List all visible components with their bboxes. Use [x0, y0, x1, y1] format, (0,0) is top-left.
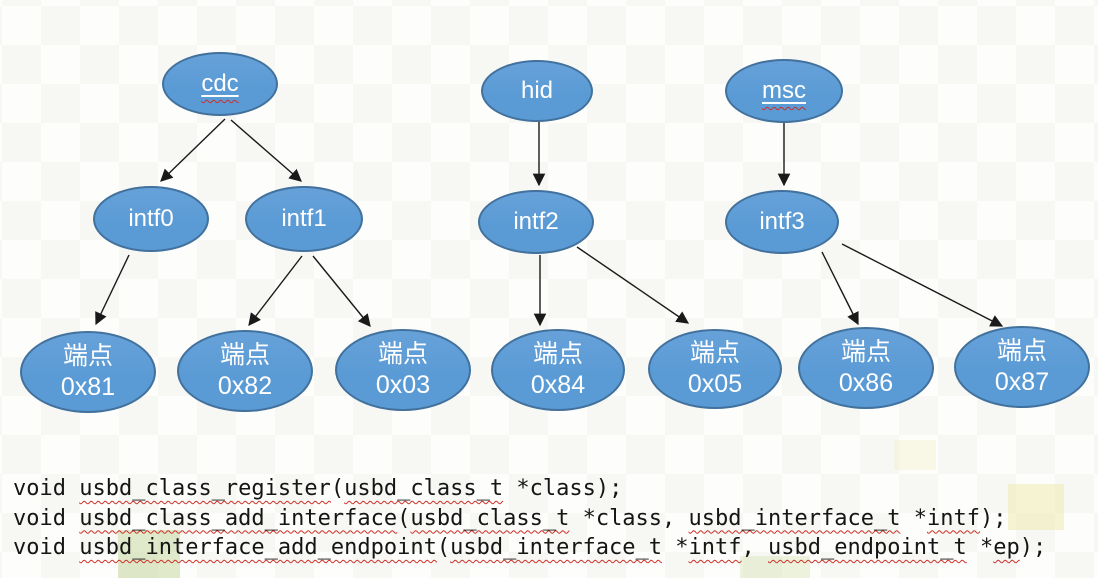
- node-cdc: cdc: [162, 52, 278, 116]
- node-ep05: 端点 0x05: [648, 329, 782, 409]
- arrow-edges: [95, 118, 1004, 327]
- code-identifier: usbd_class_t: [344, 476, 504, 501]
- node-label: cdc: [201, 70, 239, 97]
- node-label: intf0: [128, 205, 174, 232]
- node-label: 0x03: [375, 371, 431, 399]
- code-identifier: usbd_class_add_interface: [79, 505, 398, 531]
- node-label: intf2: [513, 208, 559, 235]
- code-identifier: usbd_interface_t: [688, 505, 901, 531]
- node-label: 端点: [689, 339, 740, 367]
- node-label: 端点: [840, 338, 891, 366]
- code-block: void usbd_class_register(usbd_class_t *c…: [13, 474, 1046, 563]
- node-label: 0x82: [217, 372, 273, 400]
- code-line: void usbd_class_register(usbd_class_t *c…: [13, 474, 1046, 504]
- code-text: void: [13, 476, 80, 501]
- node-label: 0x84: [530, 371, 586, 399]
- code-identifier: usbd_class_t: [410, 505, 570, 531]
- spellcheck-squiggle: cdc: [201, 70, 238, 98]
- edge-intf3-to-ep87: [841, 243, 1004, 327]
- node-ep87: 端点 0x87: [954, 326, 1090, 408]
- node-label: msc: [762, 77, 806, 104]
- edge-intf1-to-ep82: [248, 255, 303, 326]
- code-text: void: [13, 505, 80, 531]
- node-intf0: intf0: [93, 186, 209, 252]
- code-text: (: [397, 505, 411, 531]
- node-intf1: intf1: [245, 186, 363, 252]
- node-label: 端点: [62, 342, 113, 370]
- code-identifier: usbd_interface_add_endpoint: [79, 535, 437, 560]
- code-text: (: [330, 476, 345, 501]
- code-identifier: intf: [926, 505, 980, 531]
- node-label: 端点: [532, 340, 583, 368]
- code-text: (: [436, 535, 451, 560]
- node-msc: msc: [725, 59, 843, 123]
- node-intf3: intf3: [725, 190, 839, 254]
- node-label: 0x86: [838, 369, 894, 397]
- node-label: 端点: [996, 337, 1047, 365]
- code-identifier: usbd_interface_t: [450, 535, 663, 560]
- edge-cdc-to-intf0: [160, 118, 226, 182]
- code-text: *: [966, 535, 994, 560]
- node-hid: hid: [481, 60, 593, 122]
- code-text: );: [1019, 535, 1047, 560]
- node-label: intf1: [281, 205, 327, 232]
- node-label: 0x81: [60, 373, 116, 401]
- code-text: *: [662, 535, 689, 560]
- code-text: *class);: [503, 476, 623, 501]
- node-ep86: 端点 0x86: [798, 327, 934, 409]
- node-label: 0x87: [994, 368, 1050, 396]
- edge-intf2-to-ep05: [576, 246, 690, 324]
- code-text: void: [13, 535, 80, 560]
- code-text: *: [900, 505, 927, 531]
- code-identifier: usbd_class_register: [79, 476, 331, 501]
- edge-intf0-to-ep81: [95, 254, 130, 326]
- edge-intf3-to-ep86: [821, 251, 859, 326]
- node-label: 端点: [219, 341, 270, 369]
- edge-cdc-to-intf1: [230, 119, 302, 182]
- node-ep82: 端点 0x82: [177, 330, 313, 412]
- code-text: ,: [741, 535, 769, 560]
- spellcheck-squiggle: msc: [762, 77, 806, 105]
- code-line: void usbd_interface_add_endpoint(usbd_in…: [13, 533, 1046, 563]
- code-line: void usbd_class_add_interface(usbd_class…: [13, 504, 1046, 534]
- node-label: 0x05: [687, 370, 743, 398]
- node-label: intf3: [759, 208, 805, 235]
- node-ep84: 端点 0x84: [491, 329, 625, 411]
- edge-intf1-to-ep03: [312, 255, 371, 327]
- node-intf2: intf2: [478, 190, 594, 254]
- node-ep81: 端点 0x81: [20, 331, 156, 413]
- code-identifier: ep: [993, 535, 1020, 560]
- code-identifier: intf: [688, 535, 742, 560]
- code-text: );: [979, 505, 1007, 531]
- node-ep03: 端点 0x03: [335, 329, 471, 411]
- code-identifier: usbd_endpoint_t: [768, 535, 967, 560]
- node-label: hid: [520, 77, 554, 104]
- code-text: *class,: [569, 505, 689, 531]
- node-label: 端点: [377, 340, 428, 368]
